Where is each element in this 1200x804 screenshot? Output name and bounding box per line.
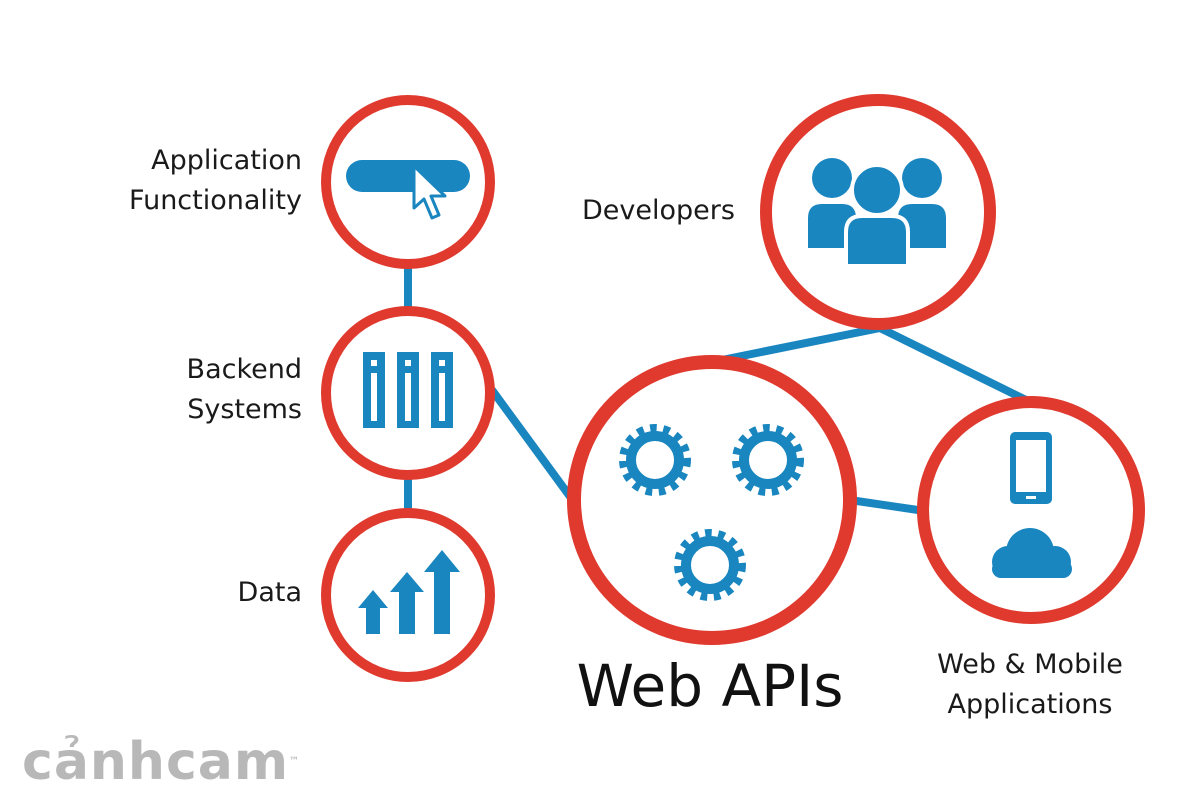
label-backend-systems: Backend Systems [186,354,302,425]
node-backend-systems [321,306,495,480]
label-web-mobile-applications: Web & Mobile Applications [937,649,1123,720]
node-application-functionality [321,95,495,269]
node-data [321,508,495,682]
label-data: Data [237,577,302,608]
label-application-functionality: Application Functionality [129,145,302,216]
cloud-icon [992,528,1072,578]
cursor-button-icon [346,160,470,220]
ring-web-apis [567,355,857,645]
connector-backend-webapis [488,387,578,505]
smartphone-icon [1010,432,1052,504]
ring-web-mobile-applications [917,396,1145,624]
gear-icon [619,424,691,496]
gear-icon [732,424,804,496]
node-web-apis [567,355,857,645]
connector-developers-webapis [711,324,881,366]
node-developers [760,94,996,330]
server-rack-icon [363,352,453,428]
connector-webapis-mobile [849,496,919,514]
gears-icon [619,424,804,601]
label-web-apis: Web APIs [576,652,844,720]
gear-icon [674,529,746,601]
connectors [404,268,1032,514]
users-group-icon [808,158,946,268]
node-web-mobile-applications [917,396,1145,624]
label-developers: Developers [582,195,735,226]
connector-developers-mobile [878,324,1032,406]
brand-logo: cảnhcam™ [22,732,301,792]
growth-arrows-icon [358,550,460,634]
